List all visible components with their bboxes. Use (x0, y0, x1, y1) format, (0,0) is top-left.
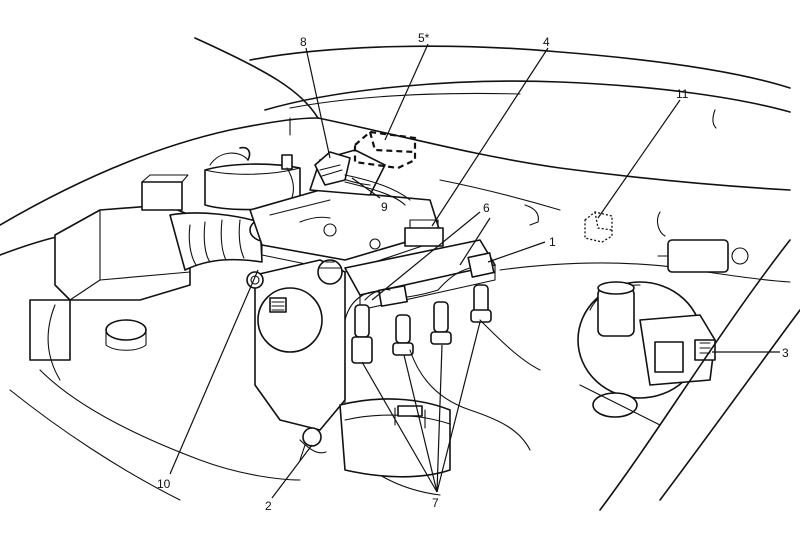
callout-labels: 8 5* 4 11 9 6 1 3 10 2 7 (157, 31, 789, 513)
callout-10: 10 (157, 477, 171, 491)
callout-6: 6 (483, 201, 490, 215)
hood-outline (0, 37, 791, 256)
callout-3: 3 (782, 346, 789, 360)
callout-11: 11 (676, 87, 689, 101)
ignition-coil-pack (344, 219, 496, 321)
hidden-component-11 (584, 211, 613, 243)
callout-1: 1 (549, 235, 556, 249)
plug-boots (351, 284, 492, 364)
callout-9: 9 (381, 200, 388, 214)
firewall (439, 179, 791, 283)
radiator-area (9, 174, 301, 501)
timing-cover (246, 259, 346, 431)
engine-block (299, 319, 541, 496)
leader-lines (169, 43, 780, 499)
connector-8 (314, 151, 411, 206)
callout-4: 4 (543, 35, 550, 49)
callout-7: 7 (432, 496, 439, 510)
callout-5: 5* (418, 31, 430, 45)
brake-booster (577, 239, 800, 511)
callout-8: 8 (300, 35, 307, 49)
callout-2: 2 (265, 499, 272, 513)
hidden-component-5 (353, 130, 417, 170)
